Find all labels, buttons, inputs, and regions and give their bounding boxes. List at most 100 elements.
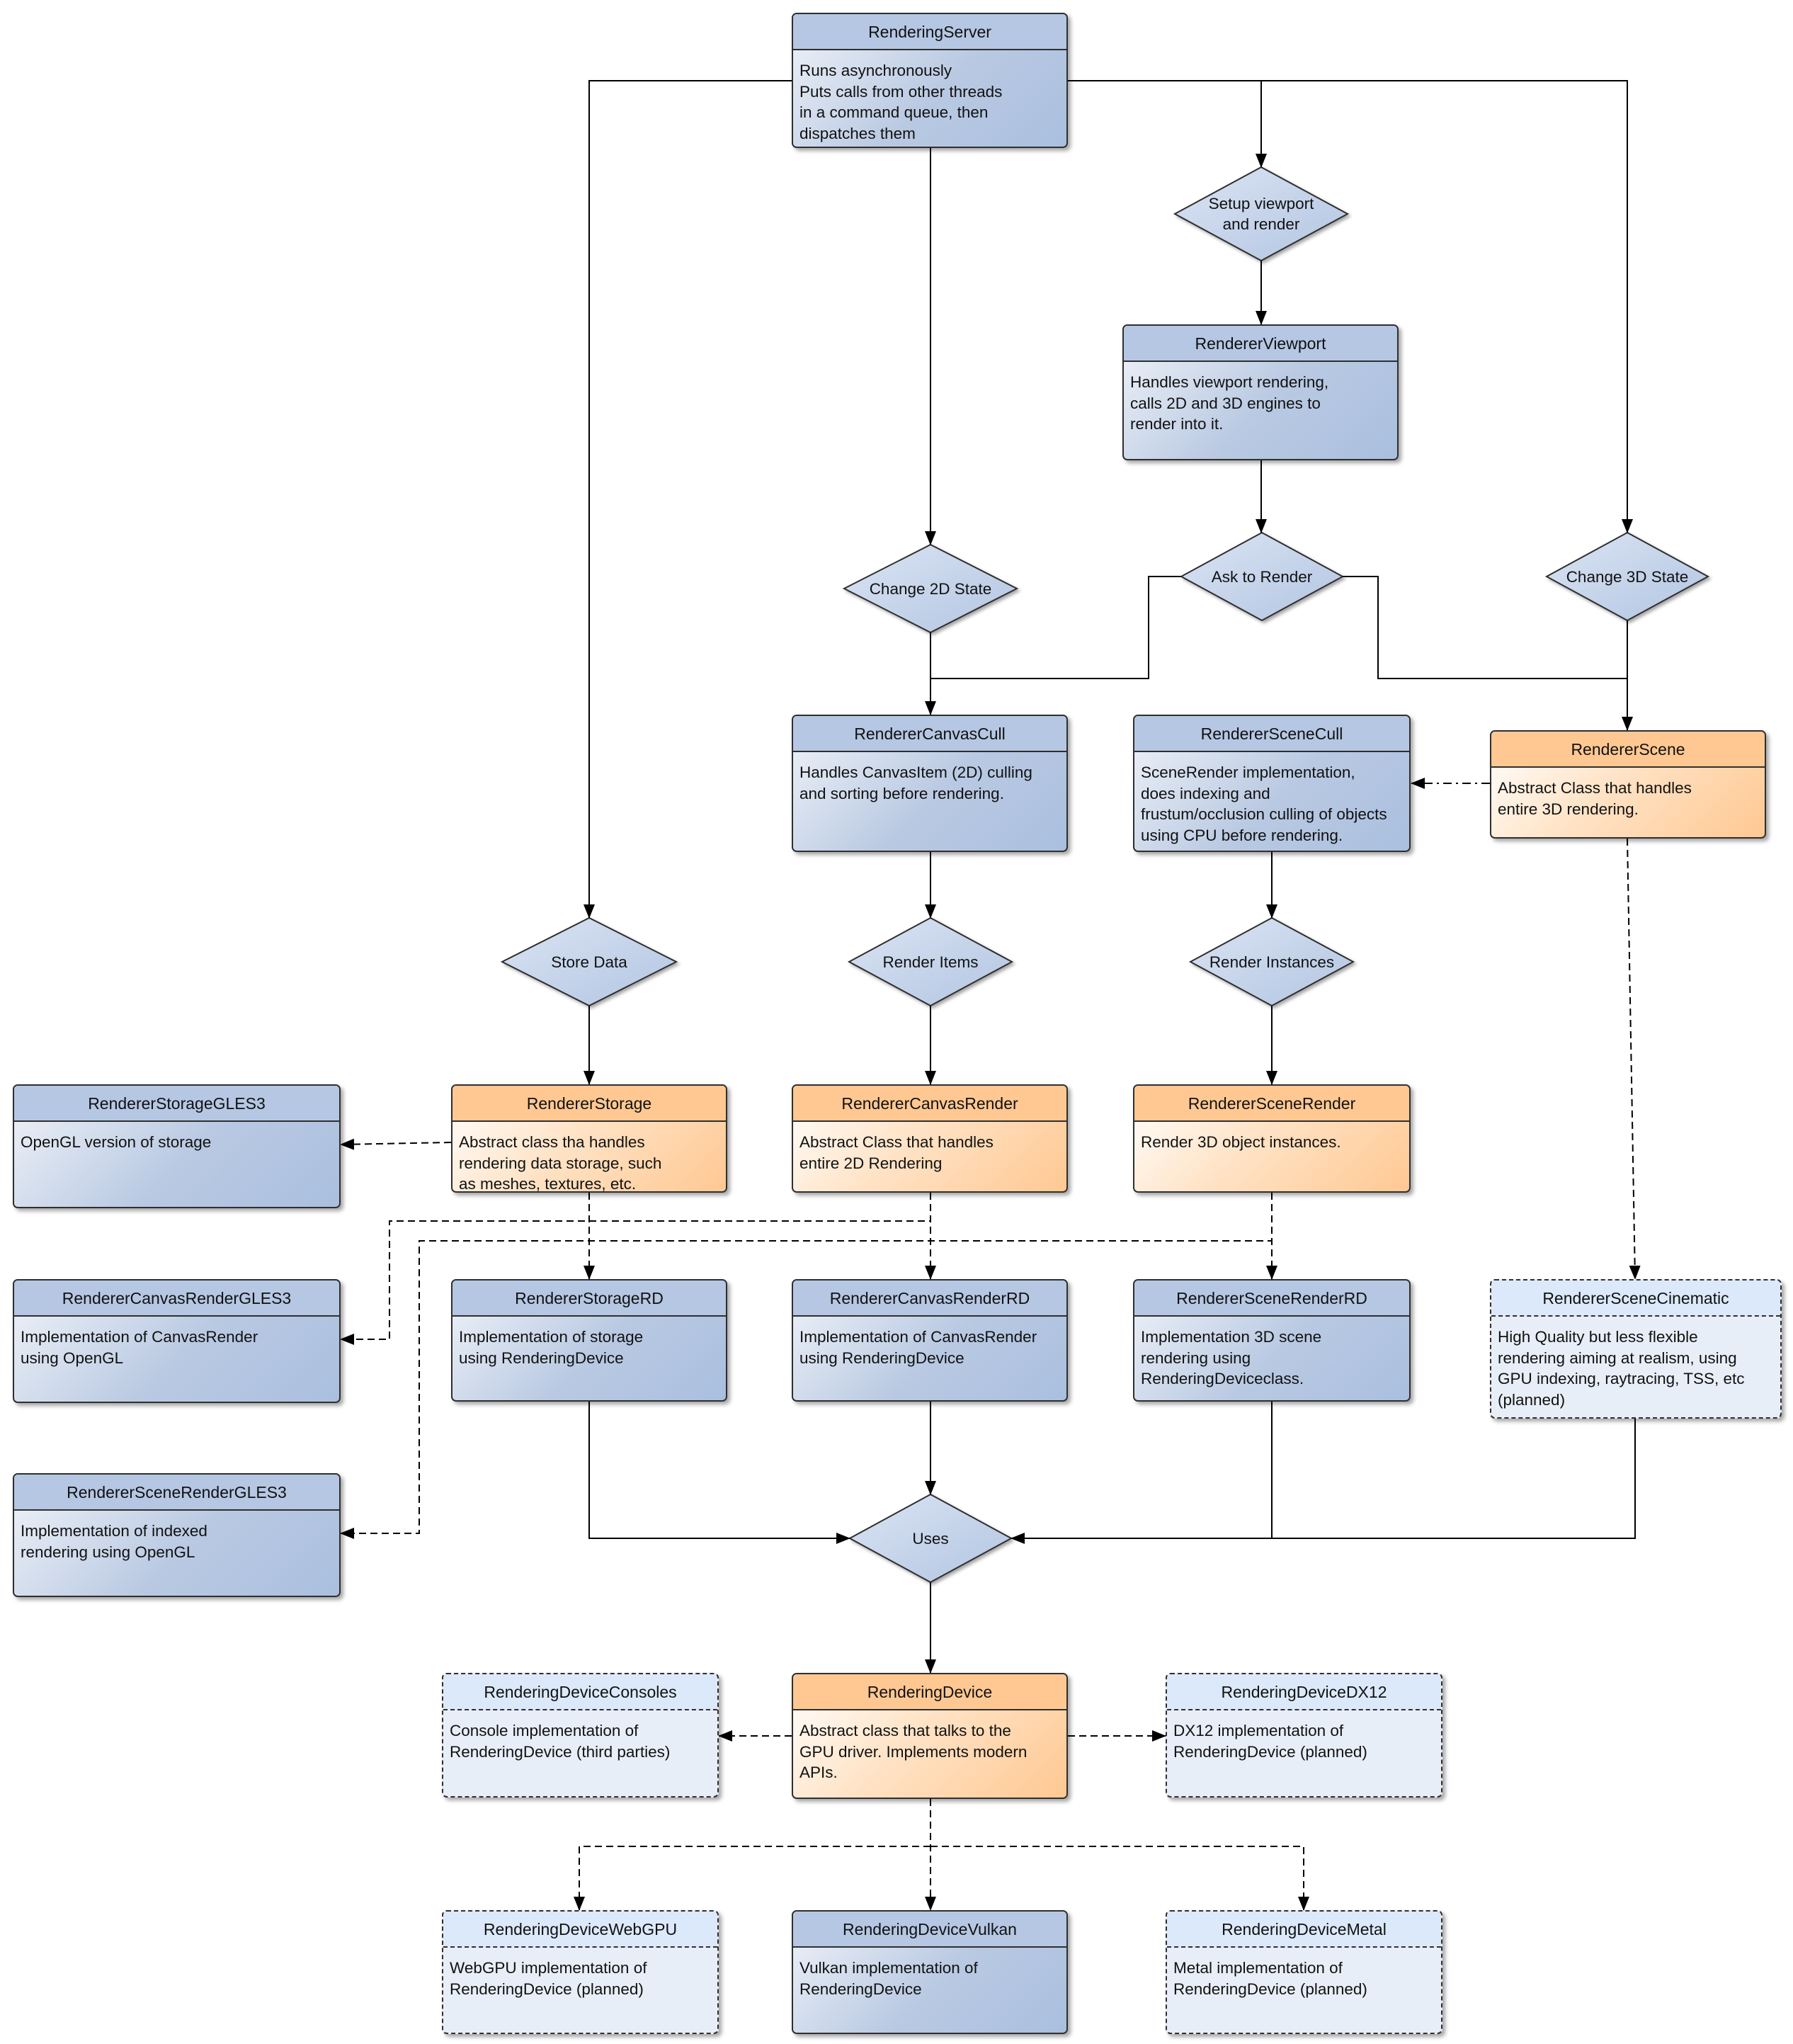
box-body-line: WebGPU implementation of — [450, 1959, 647, 1977]
decision-label-line: and render — [1222, 215, 1300, 233]
edge-ask-to-canvas-cull — [930, 576, 1181, 679]
box-body-line: RenderingDevice (planned) — [1173, 1980, 1367, 1998]
box-body-line: RenderingDevice (third parties) — [450, 1742, 671, 1761]
box-body-line: entire 2D Rendering — [799, 1154, 943, 1172]
box-title: RenderingServer — [793, 14, 1066, 50]
edge-canvas-render-to-canvas-gles3 — [340, 1193, 931, 1345]
box-body: WebGPU implementation of RenderingDevice … — [443, 1948, 717, 1999]
box-title: RendererStorageRD — [452, 1281, 726, 1317]
box-body: Abstract Class that handles entire 3D ren… — [1491, 768, 1765, 819]
decision-label-line: Render Instances — [1209, 953, 1335, 971]
edge-scene-to-cinematic — [1627, 838, 1641, 1280]
box-body-line: GPU driver. Implements modern — [799, 1742, 1028, 1761]
edge-cinematic-to-uses — [1011, 1419, 1636, 1544]
box-body-line: does indexing and — [1141, 784, 1270, 802]
box-body-line: RenderingDevice (planned) — [450, 1980, 644, 1998]
box-body-line: dispatches them — [799, 124, 916, 142]
box-title: RendererViewport — [1124, 326, 1397, 362]
box-body: Implementation of indexed rendering using… — [14, 1511, 339, 1562]
box-body-line: Implementation of storage — [459, 1328, 644, 1346]
decision-label-change-3d-state: Change 3D State — [1547, 533, 1708, 620]
box-title: RenderingDeviceWebGPU — [443, 1912, 717, 1948]
decision-label-change-2d-state: Change 2D State — [844, 545, 1017, 632]
box-body-line: Implementation of indexed — [21, 1522, 207, 1540]
box-body-line: Abstract class tha handles — [459, 1133, 645, 1151]
box-body-line: RenderingDeviceclass. — [1141, 1370, 1304, 1387]
decision-label-uses: Uses — [850, 1494, 1011, 1582]
box-body-line: Puts calls from other threads — [799, 82, 1003, 101]
box-body: Abstract Class that handles entire 2D Ren… — [793, 1122, 1066, 1174]
edge-server-change-3d — [1261, 80, 1633, 533]
decision-label-render-items: Render Items — [849, 918, 1012, 1006]
box-body-line: Vulkan implementation of — [799, 1959, 978, 1977]
box-body: Handles viewport rendering,calls 2D and … — [1124, 362, 1397, 435]
decision-label-setup-viewport: Setup viewport and render — [1175, 167, 1348, 261]
box-body-line: GPU indexing, raytracing, TSS, etc — [1498, 1370, 1745, 1387]
box-title: RendererSceneRenderGLES3 — [14, 1475, 339, 1511]
box-body-line: using CPU before rendering. — [1141, 826, 1343, 844]
decision-label-line: Change 2D State — [869, 579, 992, 598]
box-body: Console implementation of RenderingDevice… — [443, 1710, 717, 1762]
decision-label-line: Change 3D State — [1566, 567, 1689, 586]
box-title: RendererCanvasRenderGLES3 — [14, 1281, 339, 1317]
box-body-line: rendering using OpenGL — [21, 1543, 195, 1561]
box-body-line: entire 3D rendering. — [1498, 800, 1639, 818]
decision-label-line: Setup viewport — [1208, 195, 1314, 212]
box-title: RendererSceneRender — [1134, 1086, 1409, 1122]
box-renderer-canvas-render-rd: RendererCanvasRenderRD Implementation of … — [792, 1279, 1068, 1402]
box-body-line: using RenderingDevice — [799, 1349, 964, 1367]
decision-label-render-instances: Render Instances — [1190, 918, 1353, 1006]
box-body-line: Handles viewport rendering, — [1130, 373, 1329, 391]
box-body-line: Abstract Class that handles — [799, 1133, 994, 1151]
box-body-line: Abstract class that talks to the — [799, 1722, 1011, 1739]
box-body-line: rendering aiming at realism, using — [1498, 1349, 1737, 1367]
box-title: RenderingDevice — [793, 1674, 1066, 1710]
box-body-line: APIs. — [799, 1764, 838, 1781]
box-title: RendererSceneCull — [1134, 716, 1409, 752]
edge-device-to-webgpu — [574, 1846, 930, 1911]
box-body-line: RenderingDevice (planned) — [1173, 1742, 1367, 1761]
box-title: RenderingDeviceConsoles — [443, 1674, 717, 1710]
edge-server-setup-viewport — [1068, 80, 1267, 168]
edge-storage-rd-to-uses — [588, 1402, 850, 1544]
edge-device-to-metal — [930, 1846, 1309, 1911]
box-title: RendererScene — [1491, 732, 1765, 768]
box-body-line: rendering using — [1141, 1349, 1251, 1367]
box-body: OpenGL version of storage — [14, 1122, 339, 1153]
edge-scene-render-to-scene-gles3 — [340, 1193, 1273, 1539]
box-body: Render 3D object instances. — [1134, 1122, 1409, 1153]
box-body: SceneRender implementation,does indexing… — [1134, 752, 1409, 846]
box-body-line: Handles CanvasItem (2D) culling — [799, 763, 1032, 781]
edge-storage-to-gles3 — [340, 1138, 452, 1150]
box-body-line: in a command queue, then — [799, 103, 989, 121]
box-body-line: Abstract Class that handles — [1498, 779, 1692, 797]
box-body-line: render into it. — [1130, 415, 1224, 433]
box-body-line: Implementation of CanvasRender — [799, 1328, 1037, 1346]
edge-ask-to-scene — [1343, 576, 1627, 679]
box-title: RenderingDeviceMetal — [1167, 1912, 1441, 1948]
box-body-line: using OpenGL — [21, 1349, 124, 1367]
box-title: RendererCanvasRenderRD — [793, 1281, 1066, 1317]
box-body-line: Metal implementation of — [1173, 1959, 1343, 1977]
box-body-line: Console implementation of — [450, 1722, 639, 1739]
decision-label-line: Render Items — [882, 953, 979, 971]
box-body-line: frustum/occlusion culling of objects — [1141, 805, 1387, 823]
